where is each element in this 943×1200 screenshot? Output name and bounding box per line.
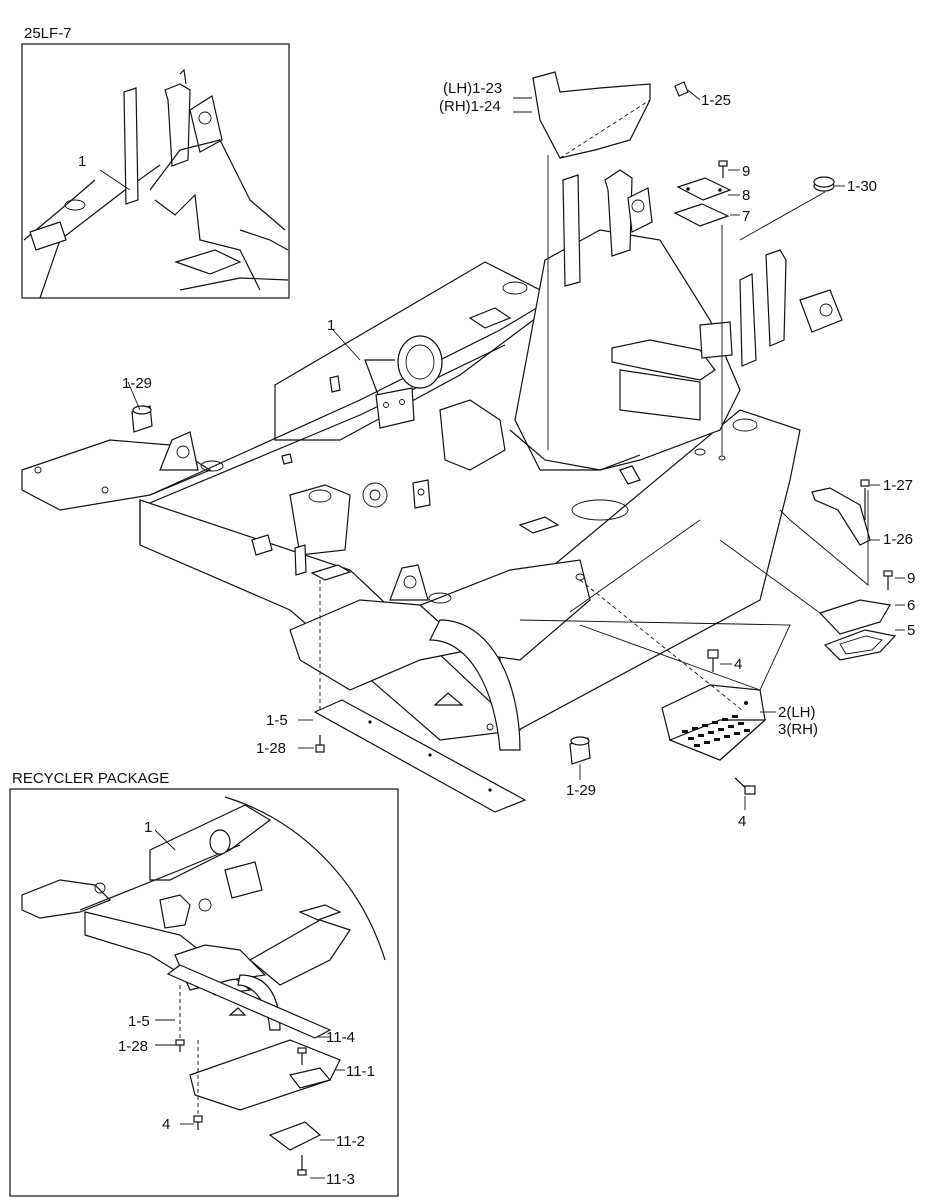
cover-part-5 [823,629,897,661]
cap-part-1-30 [813,176,835,192]
callout-label: 1 [78,153,87,170]
callout-label: 7 [742,208,751,225]
bolt-part-1-28 [315,735,325,753]
bolt-part-9-right [883,570,893,590]
callout-label: 5 [907,622,916,639]
inset-recycler-frame [9,788,399,1197]
callout-label: 1-25 [701,92,732,109]
callout-label: 6 [907,597,916,614]
callout-label: 1-28 [118,1038,149,1055]
callout-label: 11-2 [336,1133,365,1150]
callout-label: 1 [327,317,336,334]
inset-25lf7-frame [21,43,290,299]
callout-label: 4 [162,1116,171,1133]
callout-label: 4 [734,656,743,673]
plate-part-8 [676,177,732,201]
inset-25lf7-drawing [23,68,289,299]
bolt-part-9-top [718,160,728,178]
bushing-part-1-29-right [569,736,591,765]
callout-label: 1-28 [256,740,287,757]
callout-label: 1-5 [128,1013,150,1030]
callout-label: (RH)1-24 [439,98,501,115]
cover-part-1-23 [532,71,689,159]
leader-lines [99,89,905,810]
callout-label: 3(RH) [778,721,818,738]
step-part-2-3 [661,684,767,761]
callout-label: 2(LH) [778,704,816,721]
plate-part-7 [673,203,730,227]
inset-title-25lf7: 25LF-7 [24,25,72,42]
inset-title-recycler: RECYCLER PACKAGE [12,770,170,787]
callout-label: 11-1 [346,1063,375,1080]
bushing-part-1-29-left [131,405,153,433]
callout-label: 9 [742,163,751,180]
callout-label: 1-29 [122,375,153,392]
callout-label: 8 [742,187,751,204]
callout-label: 1-5 [266,712,288,729]
callout-label: 1-27 [883,477,914,494]
bolt-part-4-top [707,649,719,672]
callout-label: (LH)1-23 [443,80,503,97]
callout-label: 4 [738,813,747,830]
bracket-part-1-26 [811,479,871,546]
callout-label: 1-26 [883,531,914,548]
main-frame-body [21,169,843,751]
callout-label: 11-3 [326,1171,355,1188]
cover-part-6 [818,599,891,635]
callout-label: 1-29 [566,782,597,799]
bolt-part-4-bottom [734,777,756,795]
callout-label: 1 [144,819,153,836]
callout-label: 1-30 [847,178,878,195]
callout-label: 11-4 [326,1029,355,1046]
inset-recycler-drawing [21,796,386,1179]
bar-part-1-5 [313,699,527,813]
callout-label: 9 [907,570,916,587]
